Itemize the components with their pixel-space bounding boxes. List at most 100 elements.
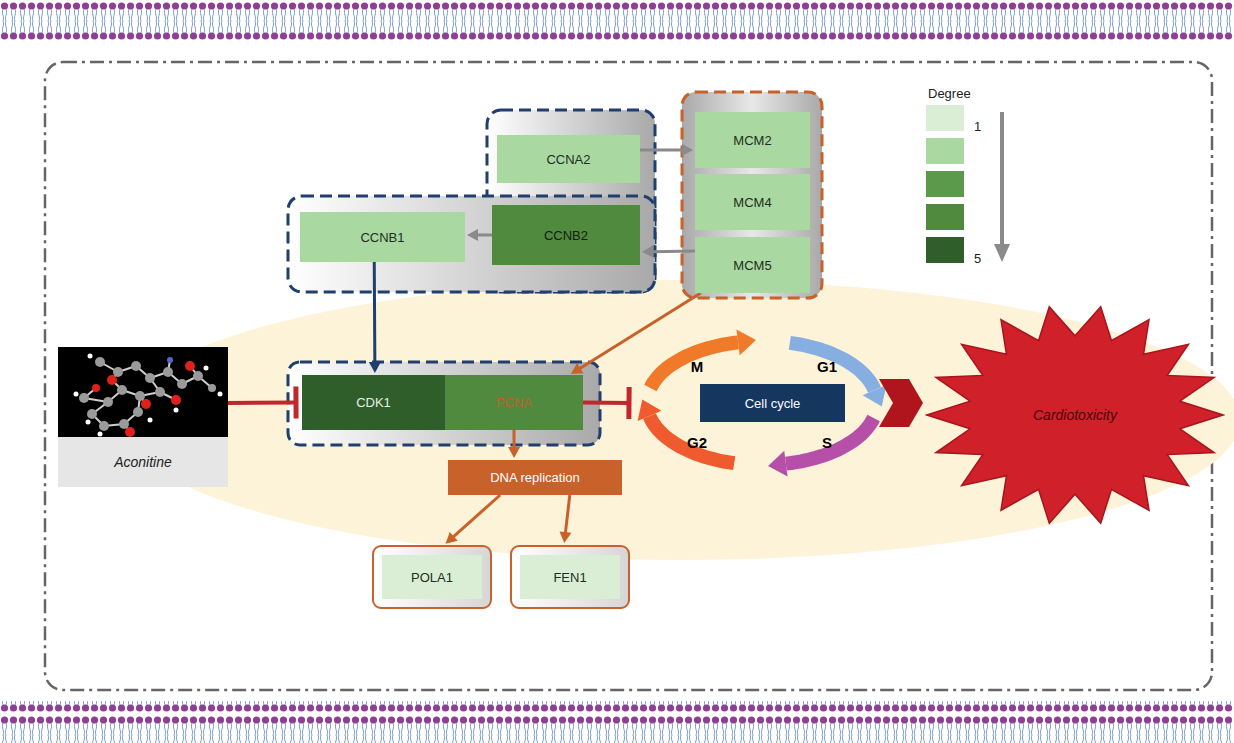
inhibition [228,387,296,419]
atom [141,399,151,409]
node-label: MCM5 [733,258,771,273]
node-label: MCM4 [733,195,771,210]
atom [103,397,113,407]
arrow [640,144,693,156]
connector-line [513,430,516,448]
membrane-bottom [0,701,1234,743]
atom [171,395,181,405]
molecule-image [58,347,228,437]
cycle-arrowhead [638,399,662,421]
legend-title: Degree [928,86,971,101]
arrow [642,246,695,258]
membrane-top [0,0,1234,42]
chevron [879,379,923,427]
inhibition-bar [626,387,631,419]
connector-line [477,234,492,237]
node-label: PCNA [496,395,532,410]
atom [163,367,173,377]
arrow [369,262,381,373]
atom [99,421,109,431]
atom [148,418,153,423]
chevron-arrow [879,379,923,427]
atom [204,366,209,371]
cycle-arc [786,418,874,464]
arrowhead [571,363,584,374]
arrowhead [445,532,457,544]
arrowhead [508,447,520,458]
gene-box: MCM2 [695,112,810,168]
arrow [445,495,500,544]
arrowhead [560,531,572,543]
arrow [571,293,701,374]
atom [125,427,135,437]
node-label: CCNB1 [360,230,404,245]
atom [167,357,173,363]
gene-fill: POLA1 [382,555,482,599]
cycle-arrowhead [768,451,788,477]
nucleus-region [120,280,1234,560]
atom [107,375,117,385]
node-label: CDK1 [356,395,391,410]
connector-line [579,293,700,369]
atom [88,354,93,359]
atom [135,391,145,401]
inhibition [583,387,629,419]
gene-fill: FEN1 [520,555,620,599]
legend-text: 5 [974,251,981,266]
node-label: Aconitine [114,454,172,470]
gene-box: CCNB2 [492,205,640,265]
gene-box: PCNA [445,375,583,430]
atom [113,367,123,377]
arrow [467,229,492,241]
phase-label: G1 [817,358,837,375]
atom [208,384,216,392]
molecule-model [74,354,223,438]
compound-panel: Aconitine [58,347,228,487]
node-label: POLA1 [411,570,453,585]
phase-label: M [691,358,704,375]
arrowhead [369,362,381,373]
legend-swatch [926,237,964,263]
atom [92,384,100,392]
connector-line [640,148,683,151]
group-outline [288,196,655,292]
phase-label: G2 [687,434,707,451]
starburst-shape [927,307,1223,524]
legend-swatch [926,204,964,230]
atom [98,432,103,437]
gene-box: CCNB1 [300,212,465,262]
arrowhead [642,246,653,258]
caption-strip: Aconitine [58,437,228,487]
atom [79,393,89,403]
arrowhead [467,229,478,241]
arrow [560,495,572,543]
gene-box: CDK1 [302,375,445,430]
atom [193,371,203,381]
atom [117,385,127,395]
legend-swatch [926,171,964,197]
atom [95,357,105,367]
arrowhead [682,144,693,156]
connector-line [373,262,377,363]
legend-swatch [926,105,964,131]
atom [86,420,91,425]
legend-arrow [1000,112,1004,246]
phase-label: S [822,434,832,451]
legend-swatch [926,138,964,164]
outcome-burst: Cardiotoxicity [925,303,1225,527]
gene-box: CCNA2 [497,135,640,183]
inhibition-bar [293,387,298,419]
process-box: DNA replication [448,460,622,495]
cycle-arc [790,343,875,390]
atom [185,361,195,371]
atom [174,408,179,413]
group-outline [682,92,822,298]
node-label: Cell cycle [700,384,845,422]
node-label: FEN1 [553,570,586,585]
connector-line [652,250,695,254]
connector-line [583,401,629,405]
atom [131,361,141,371]
atom [87,409,97,419]
atom [177,379,187,389]
